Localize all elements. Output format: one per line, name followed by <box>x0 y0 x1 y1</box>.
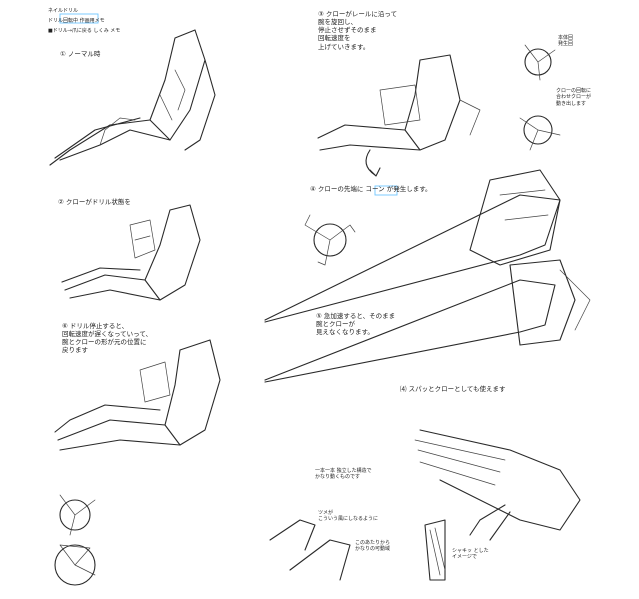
step-label-7: ⑷ スパッとクローとしても使えます <box>400 385 506 393</box>
title-highlight-box <box>59 13 99 24</box>
drawing-step-1-claw <box>49 29 216 166</box>
note-claw-detail: 一本一本 独立した構造で かなり動くものです <box>315 468 372 481</box>
header-subtitle: ドリル回転中 作画用メモ <box>48 18 105 24</box>
drawing-step-3-claw <box>317 54 481 151</box>
transition-arrow-head <box>369 167 381 177</box>
cone-highlight-box <box>374 185 398 196</box>
step-label-6: ⑥ ドリル停止すると、 回転速度が遅くなっていって、 腕とクローの形が元の位置に… <box>62 322 153 355</box>
note-claw-small-b: このあたりから かなりの可動域 <box>355 540 391 553</box>
header-title: ネイルドリル <box>48 8 79 14</box>
drawing-claw-details <box>269 519 446 581</box>
drawing-step-4-cone <box>264 169 561 323</box>
drawing-step-2-claw <box>61 204 201 301</box>
step-label-4: ④ クローの先端に コーン が発生します。 <box>310 185 432 193</box>
note-claw-small-c: シャキッ とした イメージで <box>452 548 489 561</box>
note-claw-small-a: ツメが こういう風にしなるように <box>318 510 379 523</box>
step-label-3: ③ クローがレールに沿って 腕を旋回し、 停止させずそのまま 回転速度を 上げて… <box>318 10 398 51</box>
drawing-rotor-mid <box>304 214 356 266</box>
drawing-small-rotors <box>54 494 96 586</box>
step-label-1: ① ノーマル時 <box>60 50 101 58</box>
note-rotation-bottom: クローの回転に 合わせクローが 動き出します <box>556 88 592 107</box>
drawing-step-5-cone <box>264 259 591 383</box>
step-label-2: ② クローがドリル状態を <box>58 198 131 206</box>
header-intro: ■ドリル→爪に戻る しくみ メモ <box>48 28 121 34</box>
drawing-rotors-right <box>519 44 561 151</box>
drawing-step-6-claw <box>54 339 221 451</box>
step-label-5: ⑤ 急加速すると、そのまま 腕とクローが 見えなくなります。 <box>316 312 396 337</box>
drawing-step-7-claw <box>414 429 581 541</box>
note-rotation-top: 本体回 発生回 <box>558 35 574 48</box>
